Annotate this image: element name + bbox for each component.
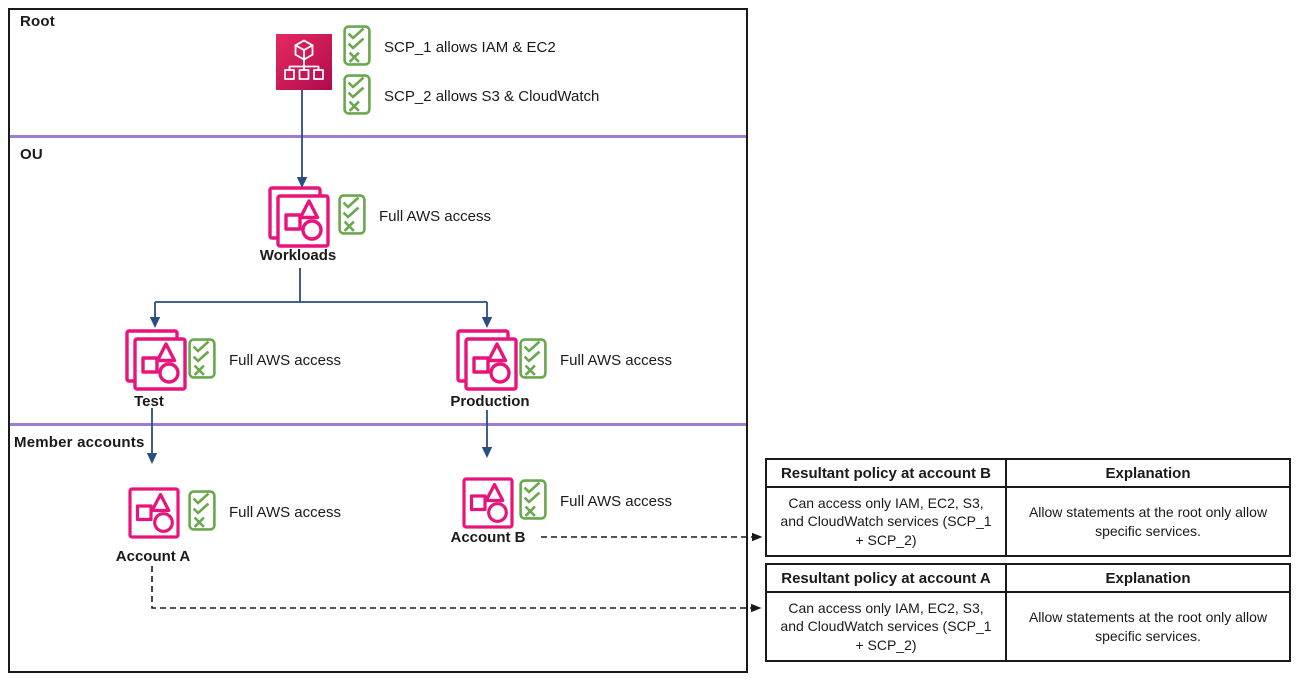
scp1-label: SCP_1 allows IAM & EC2 <box>384 39 556 56</box>
ou-production-icon <box>454 327 520 393</box>
organization-boundary-box <box>8 8 748 673</box>
root-ou-divider <box>10 135 746 138</box>
scp-checklist-icon <box>519 337 547 384</box>
table-cell: Allow statements at the root only allow … <box>1005 486 1291 557</box>
table-cell: Allow statements at the root only allow … <box>1005 591 1291 662</box>
full-access-label: Full AWS access <box>379 208 491 225</box>
section-label-ou: OU <box>20 146 43 163</box>
table-cell: Can access only IAM, EC2, S3, and CloudW… <box>765 486 1007 557</box>
full-access-label: Full AWS access <box>229 504 341 521</box>
ou-member-divider <box>10 423 746 426</box>
table-header: Resultant policy at account A <box>765 563 1007 593</box>
scp1-policy-row: SCP_1 allows IAM & EC2 <box>343 24 556 71</box>
table-header: Explanation <box>1005 563 1291 593</box>
scp2-policy-row: SCP_2 allows S3 & CloudWatch <box>343 73 600 120</box>
dashed-arrowheads <box>751 532 763 613</box>
account-b-icon <box>462 477 514 529</box>
scp-checklist-icon <box>188 337 216 384</box>
scp2-label: SCP_2 allows S3 & CloudWatch <box>384 88 600 105</box>
account-a-label: Account A <box>115 548 191 565</box>
table-header: Explanation <box>1005 458 1291 488</box>
resultant-policy-table-account-b: Resultant policy at account B Explanatio… <box>765 458 1291 557</box>
table-header: Resultant policy at account B <box>765 458 1007 488</box>
full-access-label: Full AWS access <box>560 352 672 369</box>
scp-checklist-icon <box>343 73 371 120</box>
table-cell: Can access only IAM, EC2, S3, and CloudW… <box>765 591 1007 662</box>
organizations-root-icon <box>276 34 332 90</box>
workloads-label: Workloads <box>259 247 337 264</box>
full-access-label: Full AWS access <box>560 493 672 510</box>
scp-checklist-icon <box>519 478 547 525</box>
table-row: Can access only IAM, EC2, S3, and CloudW… <box>765 591 1291 662</box>
test-label: Test <box>134 393 164 410</box>
ou-workloads-icon <box>266 184 332 250</box>
full-access-label: Full AWS access <box>229 352 341 369</box>
production-policy-row: Full AWS access <box>519 337 672 384</box>
account-a-policy-row: Full AWS access <box>188 489 341 536</box>
production-label: Production <box>450 393 530 410</box>
ou-test-icon <box>123 327 189 393</box>
test-policy-row: Full AWS access <box>188 337 341 384</box>
scp-checklist-icon <box>343 24 371 71</box>
section-label-root: Root <box>20 13 55 30</box>
account-b-policy-row: Full AWS access <box>519 478 672 525</box>
scp-checklist-icon <box>338 193 366 240</box>
account-a-icon <box>128 487 180 539</box>
section-label-member-accounts: Member accounts <box>14 434 145 451</box>
table-row: Can access only IAM, EC2, S3, and CloudW… <box>765 486 1291 557</box>
account-b-label: Account B <box>450 529 526 546</box>
resultant-policy-table-account-a: Resultant policy at account A Explanatio… <box>765 563 1291 662</box>
scp-checklist-icon <box>188 489 216 536</box>
workloads-policy-row: Full AWS access <box>338 193 491 240</box>
